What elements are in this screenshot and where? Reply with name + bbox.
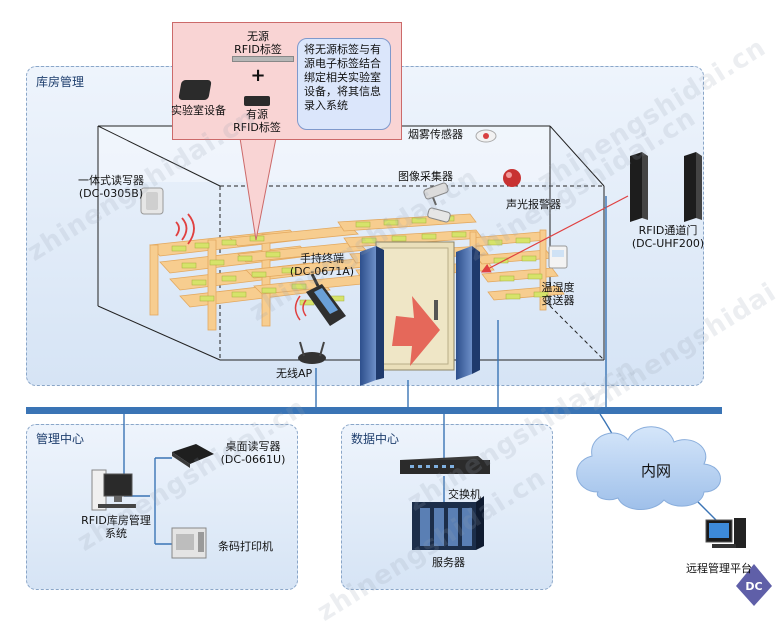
- rfid-gate-device: [630, 152, 702, 222]
- smoke-sensor-device: [475, 129, 497, 143]
- active-tag-image: [244, 96, 270, 106]
- wireless-ap-device: [298, 341, 326, 364]
- wireless-ap-label: 无线AP: [276, 367, 313, 380]
- callout-note: 将无源标签与有源电子标签结合绑定相关实验室设备，将其信息录入系统: [297, 38, 391, 130]
- camera-device: [423, 182, 451, 223]
- rfid-gate-label: RFID通道门 (DC-UHF200): [631, 224, 705, 250]
- temp-humidity-device: [548, 245, 568, 269]
- intranet-cloud: [576, 426, 721, 510]
- active-tag-label: 有源 RFID标签: [233, 108, 281, 134]
- rfid-system-pc: [91, 469, 136, 511]
- alarm-label: 声光报警器: [506, 198, 561, 211]
- alarm-device: [503, 169, 521, 187]
- lab-equipment-image: [178, 80, 212, 100]
- callout-pointer: [239, 137, 277, 241]
- dc-badge-text: DC: [745, 580, 762, 593]
- dc-badge: DC: [736, 564, 772, 606]
- door-gate: [360, 241, 480, 386]
- datacenter-zone-title: 数据中心: [351, 432, 400, 446]
- intranet-label: 内网: [640, 462, 671, 480]
- switch-device: [400, 456, 490, 474]
- room-wireframe: [97, 125, 605, 361]
- integrated-reader-device: [140, 187, 164, 215]
- smoke-sensor-label: 烟雾传感器: [408, 128, 463, 141]
- rf-waves-handheld: [294, 295, 307, 321]
- server-device: [412, 496, 484, 550]
- handheld-device: [306, 273, 346, 326]
- desktop-reader-label: 桌面读写器 (DC-0661U): [220, 440, 286, 466]
- rfid-system-label: RFID库房管理 系统: [81, 514, 151, 540]
- management-zone-title: 管理中心: [36, 432, 85, 446]
- management-zone: [26, 424, 298, 590]
- passive-tag-image: [232, 56, 294, 62]
- temp-humidity-label: 温湿度 变送器: [541, 281, 575, 307]
- remote-platform-label: 远程管理平台: [686, 562, 752, 575]
- diagram-canvas: DC: [26, 125, 772, 606]
- network-bus: [26, 407, 722, 414]
- passive-tag-label: 无源 RFID标签: [234, 30, 282, 56]
- server-label: 服务器: [432, 556, 465, 569]
- handheld-label: 手持终端 (DC-0671A): [289, 252, 355, 278]
- image-collector-label: 图像采集器: [398, 170, 453, 183]
- remote-platform-pc: [705, 518, 746, 548]
- gate-arrow: [480, 195, 629, 273]
- rf-waves-reader: [175, 213, 195, 245]
- barcode-printer-device: [171, 527, 207, 559]
- warehouse-zone-title: 库房管理: [36, 75, 85, 89]
- desktop-reader-device: [172, 444, 214, 468]
- plus-sign: +: [250, 65, 266, 86]
- integrated-reader-label: 一体式读写器 (DC-0305B): [78, 174, 144, 200]
- lab-equipment-label: 实验室设备: [171, 104, 226, 117]
- switch-label: 交换机: [448, 488, 481, 501]
- barcode-printer-label: 条码打印机: [218, 540, 273, 553]
